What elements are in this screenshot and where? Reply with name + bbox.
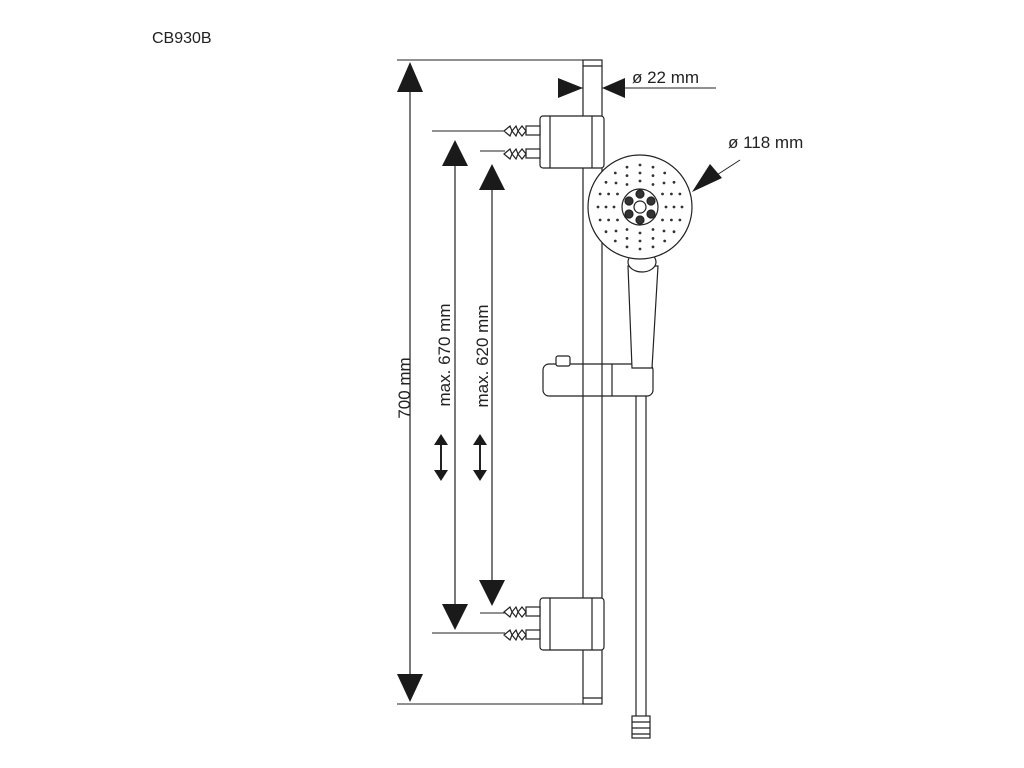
nozzle-dot — [625, 174, 629, 178]
wall-plug-icon — [503, 605, 527, 642]
arrow-up-icon — [442, 140, 468, 166]
nozzle-dot — [607, 218, 610, 222]
nozzle-dot — [651, 174, 655, 178]
slider-travel-label: max. 620 mm — [473, 305, 492, 408]
nozzle-dot — [662, 181, 666, 185]
nozzle-dot — [670, 192, 673, 196]
dimension-head-diameter: ø 118 mm — [692, 133, 803, 192]
nozzle-dot — [651, 228, 655, 231]
nozzle-dot — [598, 218, 602, 222]
arrow-up-icon — [473, 434, 487, 445]
arrow-up-icon — [434, 434, 448, 445]
arrow-down-icon — [479, 580, 505, 606]
nozzle-dot — [661, 218, 664, 222]
nozzle-dot — [614, 229, 618, 233]
nozzle-dot — [598, 192, 602, 196]
nozzle-dot — [663, 239, 667, 243]
nozzle-dot — [613, 171, 617, 175]
nozzle-dot — [613, 239, 617, 243]
shower-nozzles — [596, 163, 684, 251]
nozzle-dot — [680, 205, 684, 209]
dimension-620: max. 620 mm — [473, 150, 505, 614]
nozzle-dot — [614, 181, 618, 185]
nozzle-dot — [638, 163, 642, 167]
nozzle-dot — [651, 237, 655, 240]
nozzle-dot — [672, 230, 676, 234]
arrow-down-icon — [473, 470, 487, 481]
nozzle-dot — [638, 231, 642, 235]
wall-bracket-bottom — [503, 597, 605, 651]
nozzle-dot — [670, 218, 673, 222]
nozzle-dot — [625, 183, 629, 186]
nozzle-dot — [651, 245, 655, 249]
nozzle-dot — [651, 183, 655, 186]
nozzle-dot — [664, 205, 668, 209]
nozzle-dot — [661, 192, 664, 196]
nozzle-dot — [638, 171, 642, 175]
arrow-up-icon — [397, 62, 423, 92]
height-label: 700 mm — [395, 357, 414, 418]
arrow-down-icon — [397, 674, 423, 702]
arrow-icon — [692, 164, 722, 192]
nozzle-dot — [651, 165, 655, 169]
nozzle-dot — [638, 247, 642, 251]
shower-hose — [631, 396, 651, 739]
arrow-right-icon — [558, 78, 583, 98]
nozzle-dot — [638, 179, 642, 183]
slider-holder — [542, 355, 654, 397]
nozzle-dot — [604, 205, 608, 209]
nozzle-dot — [625, 228, 629, 231]
shower-head — [587, 154, 693, 260]
nozzle-dot — [612, 205, 616, 209]
nozzle-dot — [604, 180, 608, 184]
dimension-rail-diameter: ø 22 mm — [558, 68, 716, 98]
head-diameter-label: ø 118 mm — [728, 133, 803, 152]
arrow-left-icon — [602, 78, 625, 98]
arrow-down-icon — [442, 604, 468, 630]
wall-bracket-top — [503, 115, 605, 169]
nozzle-dot — [607, 192, 610, 196]
hand-shower-handle — [627, 251, 659, 369]
nozzle-dot — [678, 218, 682, 222]
dimension-670: max. 670 mm — [432, 130, 505, 634]
rail-diameter-label: ø 22 mm — [632, 68, 699, 87]
nozzle-dot — [672, 205, 676, 209]
nozzle-dot — [616, 192, 619, 196]
bracket-spacing-label: max. 670 mm — [435, 304, 454, 407]
nozzle-dot — [604, 230, 608, 234]
wall-plug-icon — [503, 124, 527, 161]
nozzle-dot — [596, 205, 600, 209]
nozzle-dot — [616, 218, 619, 222]
nozzle-dot — [663, 171, 667, 175]
nozzle-dot — [678, 192, 682, 196]
arrow-up-icon — [479, 164, 505, 190]
nozzle-dot — [625, 237, 629, 240]
arrow-down-icon — [434, 470, 448, 481]
nozzle-dot — [625, 245, 629, 249]
nozzle-dot — [662, 229, 666, 233]
dimension-700: 700 mm — [395, 59, 583, 705]
nozzle-dot — [625, 165, 629, 169]
model-code: CB930B — [152, 30, 212, 47]
nozzle-dot — [638, 239, 642, 243]
nozzle-dot — [672, 180, 676, 184]
